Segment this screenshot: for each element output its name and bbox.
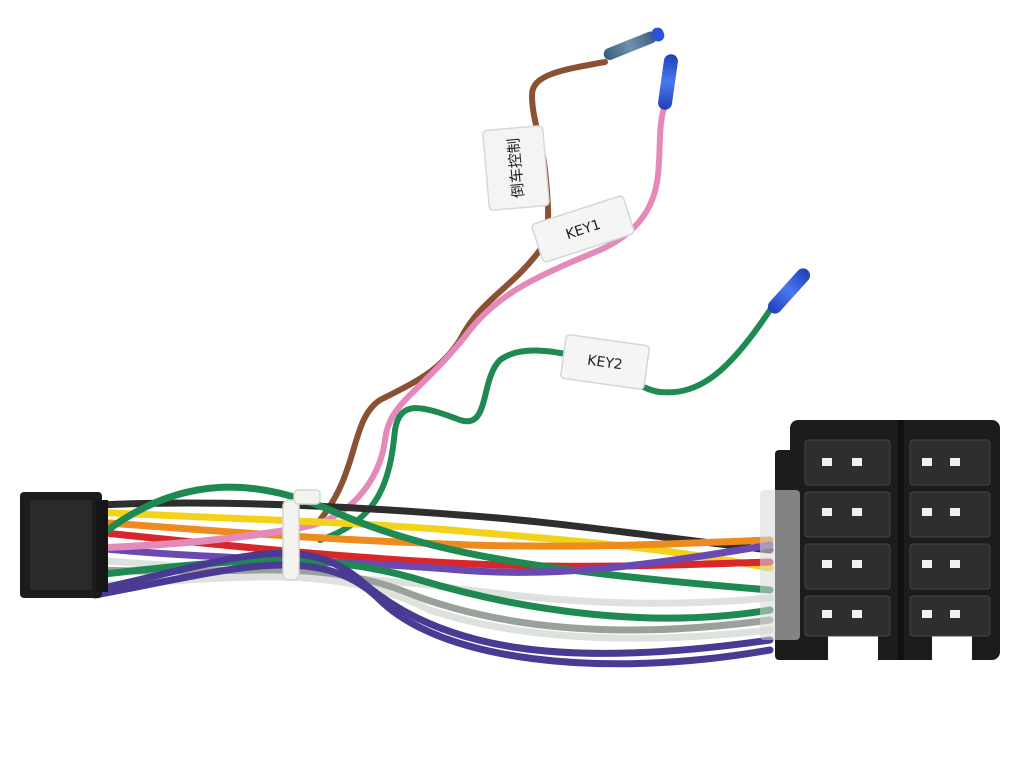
violet-wire — [91, 541, 774, 576]
wire-tips — [603, 27, 811, 314]
orange-wire — [91, 518, 774, 550]
iso-pin-holes — [822, 458, 960, 618]
tag-cn: 倒车控制 — [482, 125, 550, 211]
tag-cn-text: 倒车控制 — [504, 137, 527, 198]
tip-icon — [658, 54, 678, 110]
tag-key1: KEY1 — [531, 195, 635, 263]
black-wire — [96, 499, 774, 554]
iso-connector-icon — [760, 420, 1000, 660]
iso-left-cavities — [804, 439, 891, 637]
tag-key2: KEY2 — [560, 334, 650, 390]
multi-pin-connector-icon — [20, 492, 108, 598]
purple-wire-2 — [91, 561, 774, 668]
tip-icon — [603, 27, 665, 60]
cable-tie-icon — [282, 489, 321, 581]
branch-wires — [297, 59, 773, 543]
yellow-wire — [91, 508, 774, 572]
pink-wire-bundle — [91, 524, 304, 552]
main-bundle — [91, 483, 774, 668]
tag-key2-text: KEY2 — [586, 353, 623, 374]
brown-wire — [317, 59, 608, 523]
tip-icon — [767, 268, 811, 314]
white-wire-2 — [91, 573, 774, 642]
green-key2-wire — [317, 307, 773, 543]
pink-wire — [297, 102, 668, 531]
